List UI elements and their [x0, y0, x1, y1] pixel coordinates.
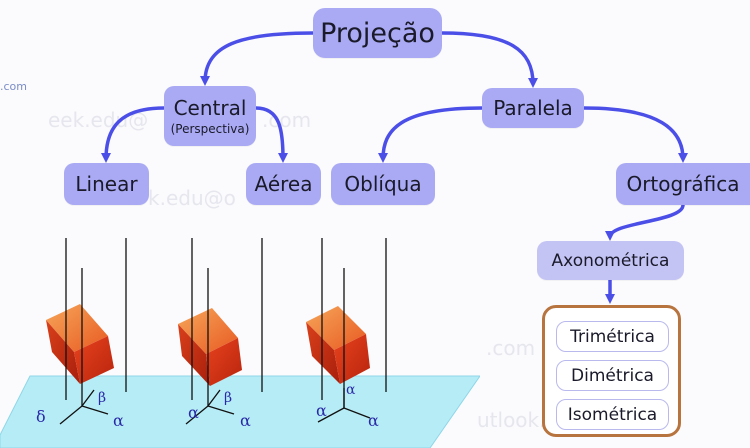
axonometric-types-box: Trimétrica Dimétrica Isométrica	[542, 305, 681, 437]
watermark-text: .com	[0, 80, 27, 93]
cube-trimetric: β δ α	[36, 238, 127, 430]
type-dimetrica: Dimétrica	[556, 360, 669, 391]
angle-label: α	[316, 401, 327, 420]
arrow-central-aerea	[255, 106, 288, 163]
angle-label: α	[368, 411, 379, 430]
angle-label: δ	[36, 407, 46, 426]
angle-label: α	[113, 411, 124, 430]
watermark-text: .com	[486, 336, 536, 360]
watermark-text: utlook.	[477, 408, 546, 432]
node-central-subtitle: (Perspectiva)	[170, 122, 250, 136]
node-obliqua: Oblíqua	[331, 163, 435, 205]
node-central-label: Central	[173, 96, 247, 120]
cube-dimetric: β α α	[178, 238, 263, 430]
type-trimetrica: Trimétrica	[556, 321, 669, 352]
arrow-paralela-obliqua	[378, 106, 483, 163]
angle-label: α	[346, 382, 356, 398]
type-isometrica: Isométrica	[556, 399, 669, 430]
projection-illustration: β δ α β α α α α	[0, 238, 480, 448]
node-linear: Linear	[64, 163, 149, 205]
node-aerea: Aérea	[246, 163, 321, 205]
arrow-ortografica-axonometrica	[605, 204, 685, 241]
watermark-text: k.edu@o	[148, 186, 236, 210]
projection-plane	[0, 375, 480, 448]
angle-label: α	[188, 403, 199, 422]
node-projecao: Projeção	[313, 8, 442, 58]
arrow-paralela-ortografica	[583, 106, 688, 163]
node-ortografica: Ortográfica	[616, 163, 750, 205]
arrow-projecao-central	[200, 31, 314, 86]
arrow-central-linear	[101, 106, 165, 163]
angle-label: β	[98, 390, 106, 406]
node-axonometrica: Axonométrica	[537, 241, 684, 280]
arrow-projecao-paralela	[441, 31, 538, 88]
node-paralela: Paralela	[482, 88, 584, 128]
node-central: Central (Perspectiva)	[164, 86, 256, 146]
cube-isometric: α α α	[306, 238, 387, 430]
angle-label: β	[224, 390, 232, 406]
angle-label: α	[240, 411, 251, 430]
